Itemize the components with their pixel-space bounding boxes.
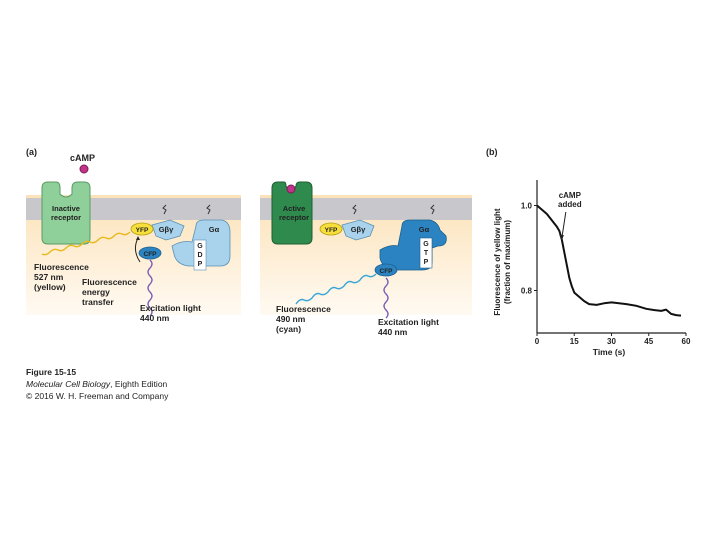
lipid-anchor-icon xyxy=(430,204,435,215)
lipid-anchor-icon xyxy=(352,204,357,215)
inactive-receptor-line2: receptor xyxy=(51,213,81,222)
active-receptor-icon xyxy=(271,181,313,245)
cfp-right-icon xyxy=(374,263,398,277)
excitation-wave-right xyxy=(383,277,389,319)
energy-transfer-arrow xyxy=(134,237,141,263)
caption-book: Molecular Cell Biology xyxy=(26,379,111,389)
bound-camp-icon xyxy=(286,184,296,194)
caption-copyright: © 2016 W. H. Freeman and Company xyxy=(26,391,169,401)
annotation-arrow xyxy=(561,211,567,239)
x-tick-label: 60 xyxy=(682,337,691,346)
cfp-right-label: CFP xyxy=(380,268,394,275)
fluorescence-cyan-line3: (cyan) xyxy=(276,324,301,334)
gdp-p: P xyxy=(198,261,203,268)
chart-axes: 0 15 30 45 60 0.8 1.0 xyxy=(521,180,691,346)
energy-transfer-line3: transfer xyxy=(82,297,114,307)
g-beta-gamma-left-icon xyxy=(151,219,185,241)
yfp-right-label: YFP xyxy=(325,227,338,234)
x-tick-label: 45 xyxy=(644,337,653,346)
panel-a-left: (a) cAMP Inactive receptor Gβγ G D P Gα … xyxy=(26,147,241,323)
camp-molecule-icon xyxy=(79,164,89,174)
y-tick-label: 1.0 xyxy=(521,202,533,211)
g-beta-gamma-right-label: Gβγ xyxy=(351,225,366,234)
y-axis-label-line1: Fluorescence of yellow light xyxy=(493,208,502,315)
annotation-arrowhead-icon xyxy=(559,235,564,241)
gtp-box xyxy=(419,237,433,269)
gtp-g: G xyxy=(423,241,429,248)
fluorescence-yellow-line2: 527 nm xyxy=(34,272,64,282)
fluorescence-cyan-line1: Fluorescence xyxy=(276,304,331,314)
fluorescence-yellow-line3: (yellow) xyxy=(34,282,66,292)
x-axis-label: Time (s) xyxy=(593,347,626,357)
g-alpha-left-label: Gα xyxy=(209,225,220,234)
fluorescence-cyan-line2: 490 nm xyxy=(276,314,306,324)
caption-title: Figure 15-15 xyxy=(26,367,77,377)
membrane-right xyxy=(260,198,472,220)
chart-marks xyxy=(536,204,682,317)
cfp-left-icon xyxy=(138,246,162,260)
x-tick-label: 30 xyxy=(607,337,616,346)
excitation-wave-left xyxy=(147,259,153,317)
inactive-receptor-icon xyxy=(41,181,91,245)
panel-a-right: Active receptor YFP Gβγ G T P Gα CFP Flu… xyxy=(260,181,472,337)
gdp-d: D xyxy=(197,252,202,259)
figure-caption: Figure 15-15 Molecular Cell Biology, Eig… xyxy=(26,366,168,402)
yfp-left-label: YFP xyxy=(136,227,149,234)
energy-transfer-line1: Fluorescence xyxy=(82,277,137,287)
inactive-receptor-line1: Inactive xyxy=(52,204,80,213)
panel-b-chart: (b) Fluorescence of yellow light (fracti… xyxy=(486,147,691,357)
g-beta-gamma-left-label: Gβγ xyxy=(159,225,174,234)
y-tick-label: 0.8 xyxy=(521,287,533,296)
series-line xyxy=(536,204,682,317)
cyan-emission-wave xyxy=(295,273,377,305)
panel-b-label: (b) xyxy=(486,147,498,157)
annotation-line2: added xyxy=(558,200,582,209)
cfp-left-label: CFP xyxy=(144,251,158,258)
arrowhead-icon xyxy=(136,236,140,240)
yfp-right-icon xyxy=(319,222,343,236)
gtp-p: P xyxy=(424,259,429,266)
gdp-g: G xyxy=(197,243,203,250)
annotation-line1: cAMP xyxy=(559,191,582,200)
excitation-left-line1: Excitation light xyxy=(140,303,201,313)
caption-book-line: Molecular Cell Biology, Eighth Edition xyxy=(26,378,168,390)
camp-label: cAMP xyxy=(70,153,95,163)
yfp-left-icon xyxy=(130,222,154,236)
lipid-anchor-icon xyxy=(206,204,211,215)
excitation-left-line2: 440 nm xyxy=(140,313,170,323)
gdp-box xyxy=(193,239,207,271)
gtp-t: T xyxy=(424,250,429,257)
lipid-anchor-icon xyxy=(162,204,167,215)
energy-transfer-line2: energy xyxy=(82,287,110,297)
active-receptor-line1: Active xyxy=(283,204,306,213)
x-tick-label: 15 xyxy=(570,337,579,346)
caption-edition: , Eighth Edition xyxy=(110,379,168,389)
y-axis-label-line2: (fraction of maximum) xyxy=(503,220,512,304)
excitation-right-line2: 440 nm xyxy=(378,327,408,337)
fluorescence-yellow-line1: Fluorescence xyxy=(34,262,89,272)
g-beta-gamma-right-icon xyxy=(341,219,375,241)
yellow-emission-wave xyxy=(41,231,131,256)
excitation-right-line1: Excitation light xyxy=(378,317,439,327)
active-receptor-line2: receptor xyxy=(279,213,309,222)
panel-a-label: (a) xyxy=(26,147,37,157)
g-alpha-right-label: Gα xyxy=(419,225,430,234)
x-tick-label: 0 xyxy=(535,337,540,346)
